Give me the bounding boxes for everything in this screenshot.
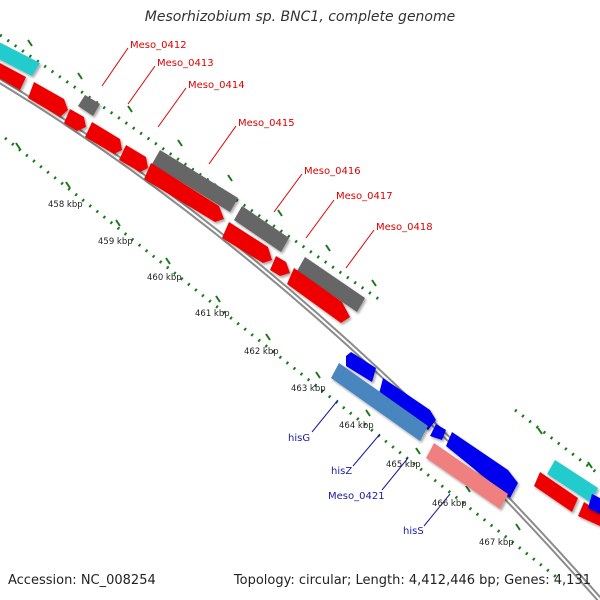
- gray-feature-1: [78, 95, 100, 116]
- feature-label-meso-0415: Meso_0415: [238, 118, 295, 129]
- genome-summary-text: Topology: circular; Length: 4,412,446 bp…: [233, 573, 591, 588]
- scale-label: 461 kbp: [195, 309, 230, 319]
- blue-orf-5: [588, 494, 600, 514]
- gray-features: [78, 95, 365, 312]
- scale-label: 462 kbp: [244, 347, 279, 357]
- feature-label-meso-0412: Meso_0412: [130, 40, 187, 51]
- red-orf-4: [85, 122, 122, 154]
- blue-orf-2: [379, 378, 436, 430]
- red-orf-1: [0, 63, 26, 90]
- blue-orf-4: [446, 432, 518, 498]
- red-orf-8: [270, 256, 290, 276]
- feature-label-meso-0417: Meso_0417: [336, 191, 393, 202]
- red-callout-lines: [101, 47, 375, 269]
- scale-label: 458 kbp: [48, 200, 83, 210]
- blue-feature-labels: hisG hisZ Meso_0421 hisS: [288, 433, 424, 537]
- red-orf-3: [64, 109, 86, 131]
- red-features: [0, 63, 600, 526]
- scale-label: 467 kbp: [479, 538, 514, 548]
- feature-label-meso-0416: Meso_0416: [304, 166, 361, 177]
- red-orf-11: [578, 502, 600, 526]
- genome-title: Mesorhizobium sp. BNC1, complete genome: [144, 9, 456, 25]
- scale-labels: 458 kbp 459 kbp 460 kbp 461 kbp 462 kbp …: [48, 200, 514, 548]
- red-orf-9: [287, 268, 350, 323]
- cyan-features: [0, 42, 598, 502]
- feature-label-meso-0413: Meso_0413: [157, 58, 214, 69]
- feature-label-hisg: hisG: [288, 433, 310, 444]
- light-features: [331, 363, 508, 509]
- cyan-feature-right: [547, 460, 598, 502]
- blue-features: [346, 352, 600, 514]
- blue-orf-1: [346, 352, 376, 382]
- scale-label: 460 kbp: [147, 273, 182, 283]
- red-orf-2: [28, 82, 68, 117]
- scale-label: 464 kbp: [339, 421, 374, 431]
- feature-label-hiss: hisS: [403, 526, 424, 537]
- outer-scale-ring: [0, 33, 600, 477]
- pink-feature: [426, 443, 508, 509]
- scale-label: 463 kbp: [291, 384, 326, 394]
- feature-label-meso-0421: Meso_0421: [328, 491, 385, 502]
- steelblue-feature: [331, 363, 428, 441]
- feature-label-hisz: hisZ: [331, 466, 352, 477]
- red-orf-5: [119, 145, 148, 172]
- blue-orf-3: [430, 424, 446, 440]
- accession-text: Accession: NC_008254: [8, 573, 156, 588]
- scale-label: 466 kbp: [432, 499, 467, 509]
- scale-label: 465 kbp: [386, 460, 421, 470]
- gray-feature-3: [234, 206, 289, 252]
- genome-backbone: [0, 77, 600, 600]
- inner-scale-ring: [4, 136, 561, 582]
- blue-callout-lines: [311, 399, 451, 527]
- gray-feature-2: [152, 150, 238, 212]
- gray-feature-4: [297, 257, 365, 312]
- feature-label-meso-0418: Meso_0418: [376, 222, 433, 233]
- red-orf-6: [144, 163, 224, 222]
- red-orf-7: [222, 222, 272, 263]
- red-orf-10: [534, 472, 578, 512]
- red-feature-labels: Meso_0412 Meso_0413 Meso_0414 Meso_0415 …: [130, 40, 433, 233]
- scale-label: 459 kbp: [98, 237, 133, 247]
- cyan-feature-left: [0, 42, 40, 76]
- feature-label-meso-0414: Meso_0414: [188, 80, 245, 91]
